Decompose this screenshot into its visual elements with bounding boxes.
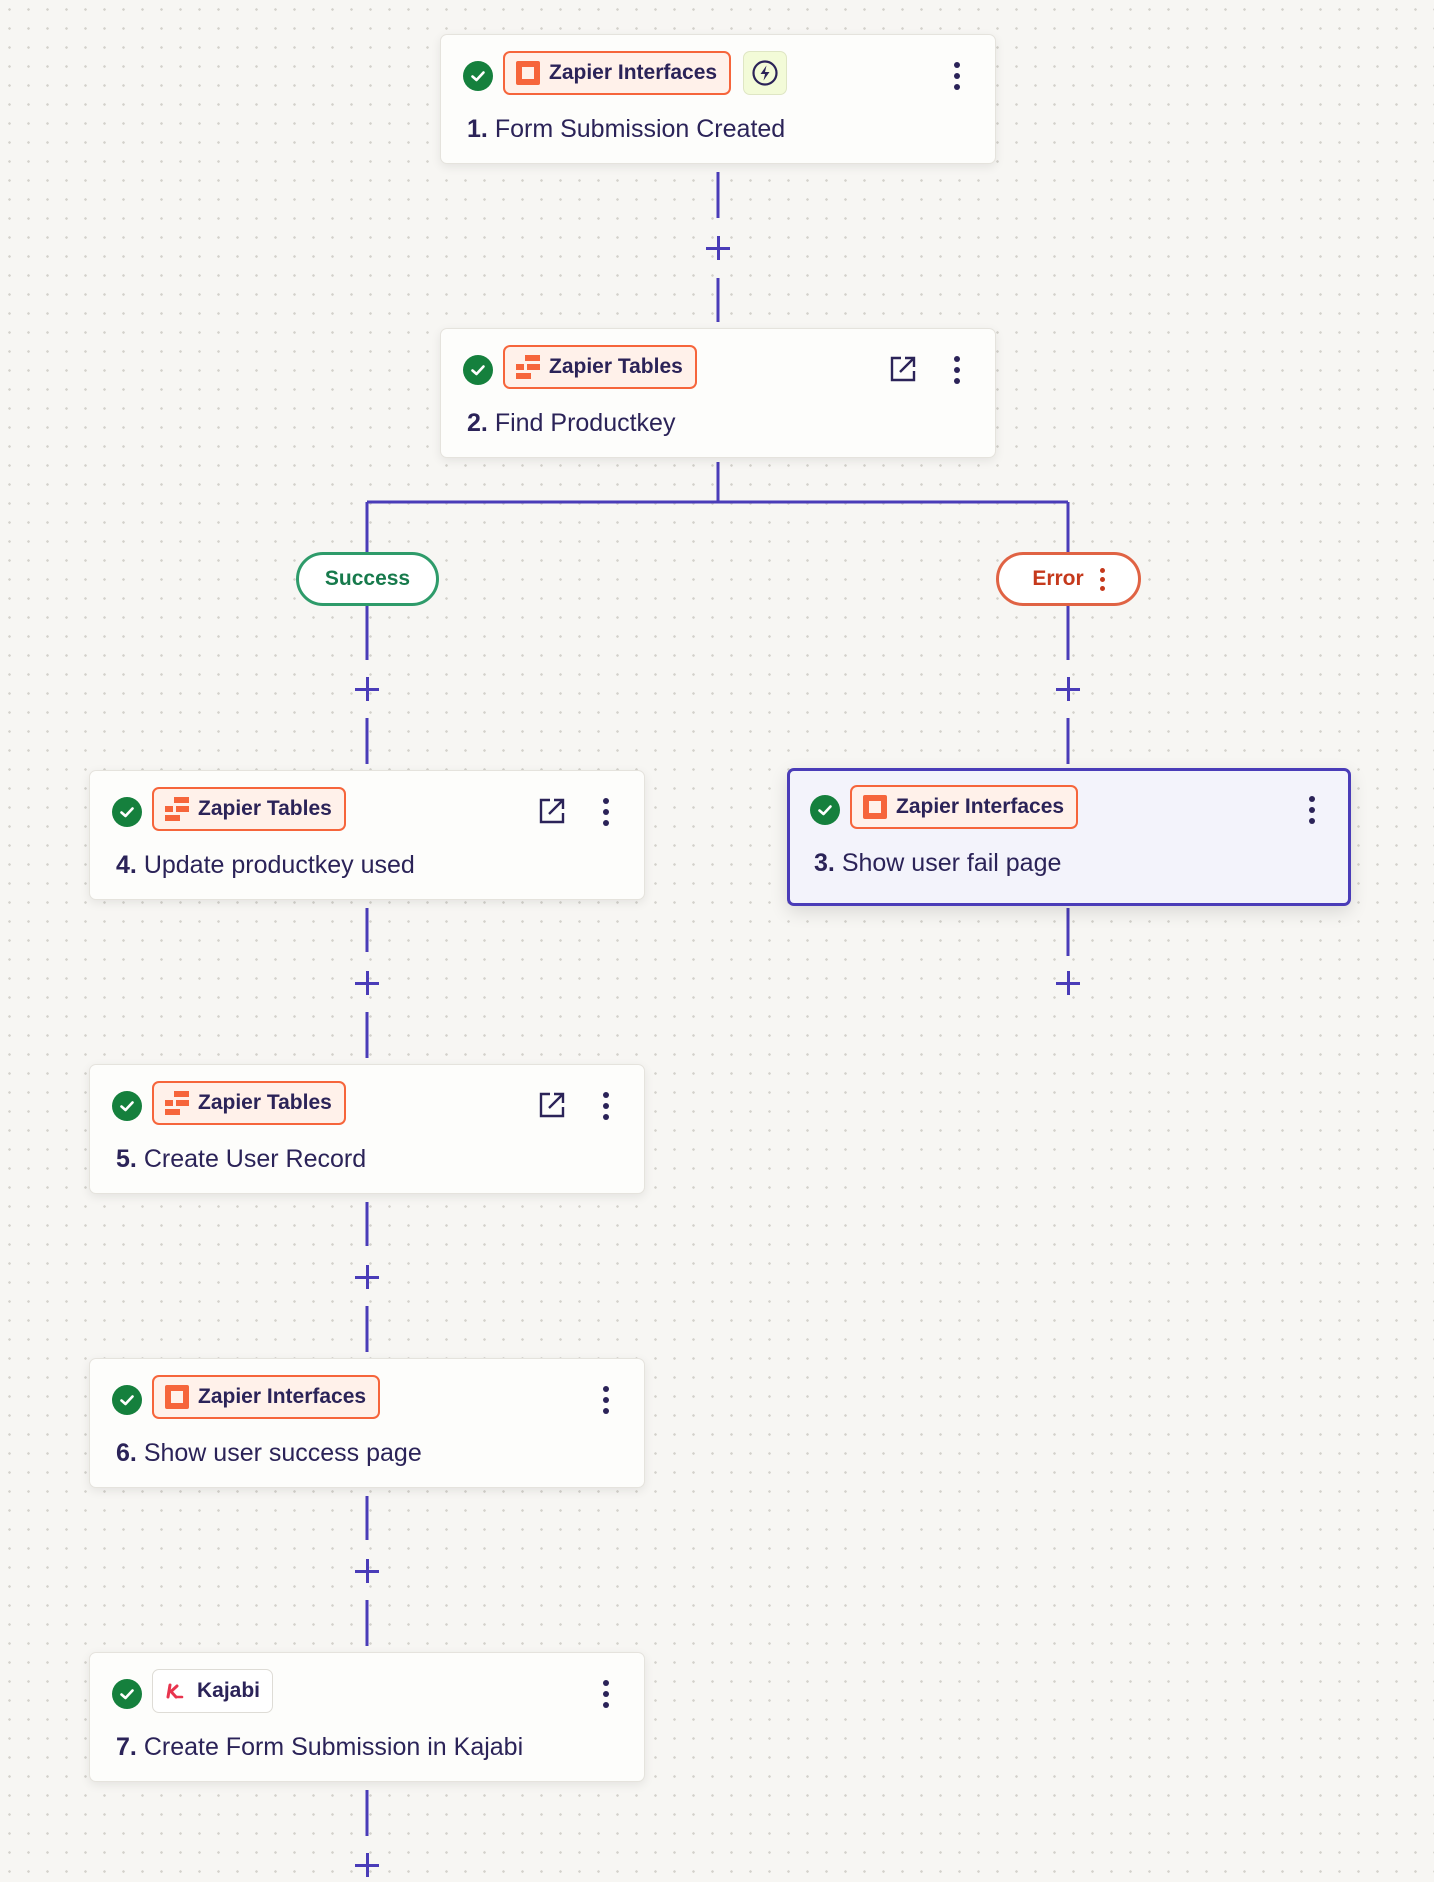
app-name: Zapier Interfaces xyxy=(549,61,718,84)
app-name: Zapier Tables xyxy=(198,1091,332,1114)
app-name: Zapier Interfaces xyxy=(896,795,1065,818)
tables-icon xyxy=(515,354,541,380)
app-name: Zapier Tables xyxy=(198,797,332,820)
success-label: Success xyxy=(324,567,411,590)
add-step-button[interactable] xyxy=(1051,966,1085,1000)
app-name: Zapier Interfaces xyxy=(198,1385,367,1408)
error-label: Error xyxy=(1032,567,1084,590)
tables-icon xyxy=(164,1090,190,1116)
step-card-2[interactable]: Zapier Tables 2. Find Productkey xyxy=(440,328,996,458)
interfaces-icon xyxy=(515,60,541,86)
more-options-icon[interactable] xyxy=(596,1677,616,1711)
add-step-button[interactable] xyxy=(350,1554,384,1588)
check-icon xyxy=(463,355,493,385)
interfaces-icon xyxy=(164,1384,190,1410)
error-path-label[interactable]: Error xyxy=(996,552,1141,606)
open-external-icon[interactable] xyxy=(536,1089,568,1121)
step-card-7[interactable]: Kajabi 7. Create Form Submission in Kaja… xyxy=(89,1652,645,1782)
check-icon xyxy=(810,795,840,825)
step-card-5[interactable]: Zapier Tables 5. Create User Record xyxy=(89,1064,645,1194)
interfaces-icon xyxy=(862,794,888,820)
step-title: 1. Form Submission Created xyxy=(467,115,786,143)
app-chip[interactable]: Zapier Tables xyxy=(152,787,346,831)
step-title: 4. Update productkey used xyxy=(116,851,415,879)
add-step-button[interactable] xyxy=(350,1260,384,1294)
check-icon xyxy=(112,1091,142,1121)
app-chip[interactable]: Kajabi xyxy=(152,1669,274,1713)
app-chip[interactable]: Zapier Interfaces xyxy=(503,51,732,95)
add-step-button[interactable] xyxy=(350,1848,384,1882)
step-card-4[interactable]: Zapier Tables 4. Update productkey used xyxy=(89,770,645,900)
step-title: 3. Show user fail page xyxy=(814,849,1062,877)
app-chip[interactable]: Zapier Tables xyxy=(503,345,697,389)
open-external-icon[interactable] xyxy=(536,795,568,827)
app-chip[interactable]: Zapier Interfaces xyxy=(152,1375,381,1419)
error-path-menu-button[interactable] xyxy=(1099,567,1105,591)
open-external-icon[interactable] xyxy=(887,353,919,385)
app-name: Zapier Tables xyxy=(549,355,683,378)
check-icon xyxy=(112,1679,142,1709)
more-options-icon[interactable] xyxy=(596,795,616,829)
more-options-icon[interactable] xyxy=(1302,793,1322,827)
step-card-3[interactable]: Zapier Interfaces 3. Show user fail page xyxy=(787,768,1351,906)
step-title: 2. Find Productkey xyxy=(467,409,676,437)
check-icon xyxy=(112,1385,142,1415)
add-step-button[interactable] xyxy=(1051,672,1085,706)
step-title: 6. Show user success page xyxy=(116,1439,422,1467)
lightning-bolt-icon xyxy=(743,51,787,95)
step-title: 5. Create User Record xyxy=(116,1145,367,1173)
step-card-6[interactable]: Zapier Interfaces 6. Show user success p… xyxy=(89,1358,645,1488)
more-options-icon[interactable] xyxy=(947,353,967,387)
tables-icon xyxy=(164,796,190,822)
more-options-icon[interactable] xyxy=(596,1089,616,1123)
check-icon xyxy=(112,797,142,827)
success-path-label[interactable]: Success xyxy=(296,552,439,606)
app-chip[interactable]: Zapier Tables xyxy=(152,1081,346,1125)
add-step-button[interactable] xyxy=(701,231,735,265)
app-chip[interactable]: Zapier Interfaces xyxy=(850,785,1079,829)
step-title: 7. Create Form Submission in Kajabi xyxy=(116,1733,524,1761)
more-options-icon[interactable] xyxy=(596,1383,616,1417)
app-name: Kajabi xyxy=(197,1679,261,1702)
step-card-1[interactable]: Zapier Interfaces 1. Form Submission Cre… xyxy=(440,34,996,164)
more-options-icon[interactable] xyxy=(947,59,967,93)
add-step-button[interactable] xyxy=(350,672,384,706)
check-icon xyxy=(463,61,493,91)
add-step-button[interactable] xyxy=(350,966,384,1000)
kajabi-icon xyxy=(163,1678,189,1704)
